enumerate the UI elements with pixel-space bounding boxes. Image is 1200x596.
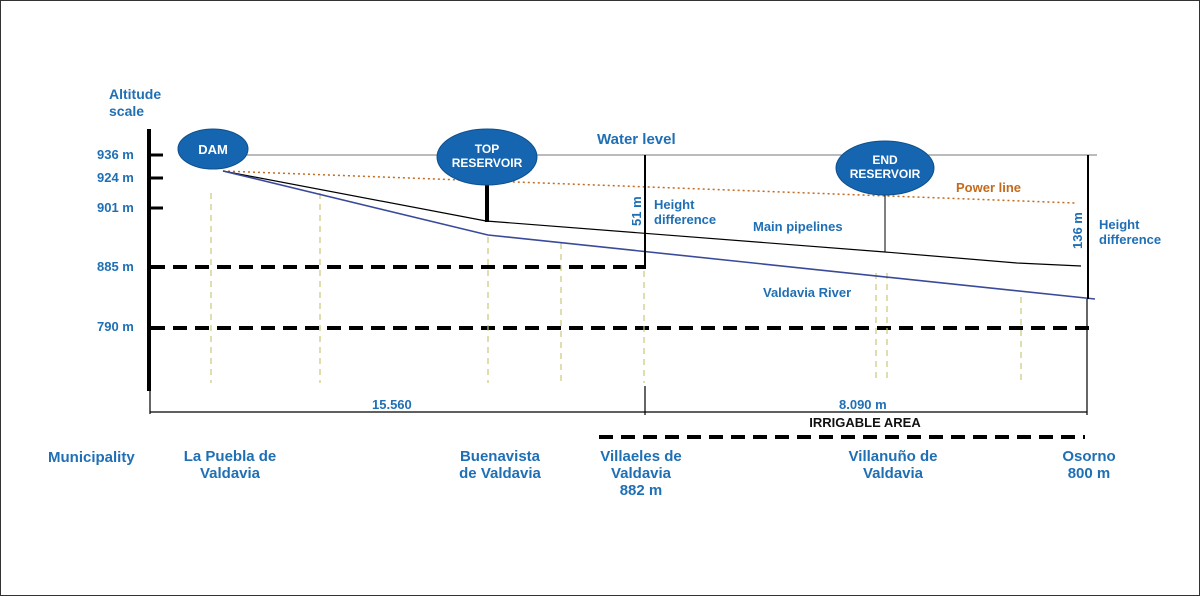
- valdavia-river-line: [222, 170, 1096, 300]
- altitude-label-901: 901 m: [97, 200, 134, 215]
- dam-badge: DAM: [177, 128, 249, 170]
- municipality-osorno: Osorno 800 m: [1062, 448, 1115, 482]
- altitude-label-924: 924 m: [97, 170, 134, 185]
- municipality-buenavista-line2: de Valdavia: [459, 465, 541, 482]
- municipality-osorno-altitude: 800 m: [1068, 465, 1111, 482]
- top-reservoir-badge: TOP RESERVOIR: [436, 128, 538, 186]
- power-line-label: Power line: [956, 180, 1021, 195]
- municipality-villanuno: Villanuño de Valdavia: [849, 448, 938, 482]
- height-diff-label-2b: difference: [1099, 232, 1161, 247]
- municipality-villaeles-altitude: 882 m: [620, 482, 663, 499]
- water-level-label: Water level: [597, 131, 676, 148]
- valdavia-river-label: Valdavia River: [763, 285, 851, 300]
- altitude-scale-title-2: scale: [109, 103, 144, 119]
- height-diff-label-1a: Height: [654, 197, 695, 212]
- top-reservoir-label-1: TOP: [475, 142, 499, 156]
- altitude-label-790: 790 m: [97, 319, 134, 334]
- end-reservoir-badge: END RESERVOIR: [835, 140, 935, 196]
- municipality-villaeles-line2: Valdavia: [611, 465, 672, 482]
- municipality-villanuno-line2: Valdavia: [863, 465, 924, 482]
- municipality-la-puebla: La Puebla de Valdavia: [184, 448, 277, 482]
- altitude-label-936: 936 m: [97, 147, 134, 162]
- municipality-la-puebla-line1: La Puebla de: [184, 448, 277, 465]
- distance-label-2: 8.090 m: [839, 397, 887, 412]
- top-reservoir-label-2: RESERVOIR: [452, 156, 523, 170]
- altitude-scale-title-1: Altitude: [109, 86, 161, 102]
- power-line: [222, 170, 1076, 204]
- end-reservoir-label-2: RESERVOIR: [850, 167, 921, 181]
- municipality-villaeles: Villaeles de Valdavia 882 m: [600, 448, 681, 499]
- irrigable-area-label: IRRIGABLE AREA: [809, 415, 921, 430]
- municipality-heading: Municipality: [48, 449, 135, 466]
- municipality-buenavista: Buenavista de Valdavia: [459, 448, 541, 482]
- height-diff-label-2a: Height: [1099, 217, 1140, 232]
- municipality-osorno-line1: Osorno: [1062, 448, 1115, 465]
- distance-bracket-2: [645, 299, 1088, 415]
- municipality-villanuno-line1: Villanuño de: [849, 448, 938, 465]
- end-reservoir-label-1: END: [872, 153, 898, 167]
- municipality-buenavista-line1: Buenavista: [460, 448, 541, 465]
- distance-bracket-1: [149, 386, 646, 415]
- distance-label-1: 15.560: [372, 397, 412, 412]
- dam-label: DAM: [198, 142, 228, 157]
- municipality-la-puebla-line2: Valdavia: [200, 465, 261, 482]
- altitude-label-885: 885 m: [97, 259, 134, 274]
- height-diff-label-1b: difference: [654, 212, 716, 227]
- main-pipelines-label: Main pipelines: [753, 219, 843, 234]
- height-diff-value-2: 136 m: [1070, 212, 1085, 249]
- altitude-axis: [147, 129, 163, 391]
- municipality-guides: [210, 193, 1022, 383]
- municipality-villaeles-line1: Villaeles de: [600, 448, 681, 465]
- height-diff-value-1: 51 m: [629, 196, 644, 226]
